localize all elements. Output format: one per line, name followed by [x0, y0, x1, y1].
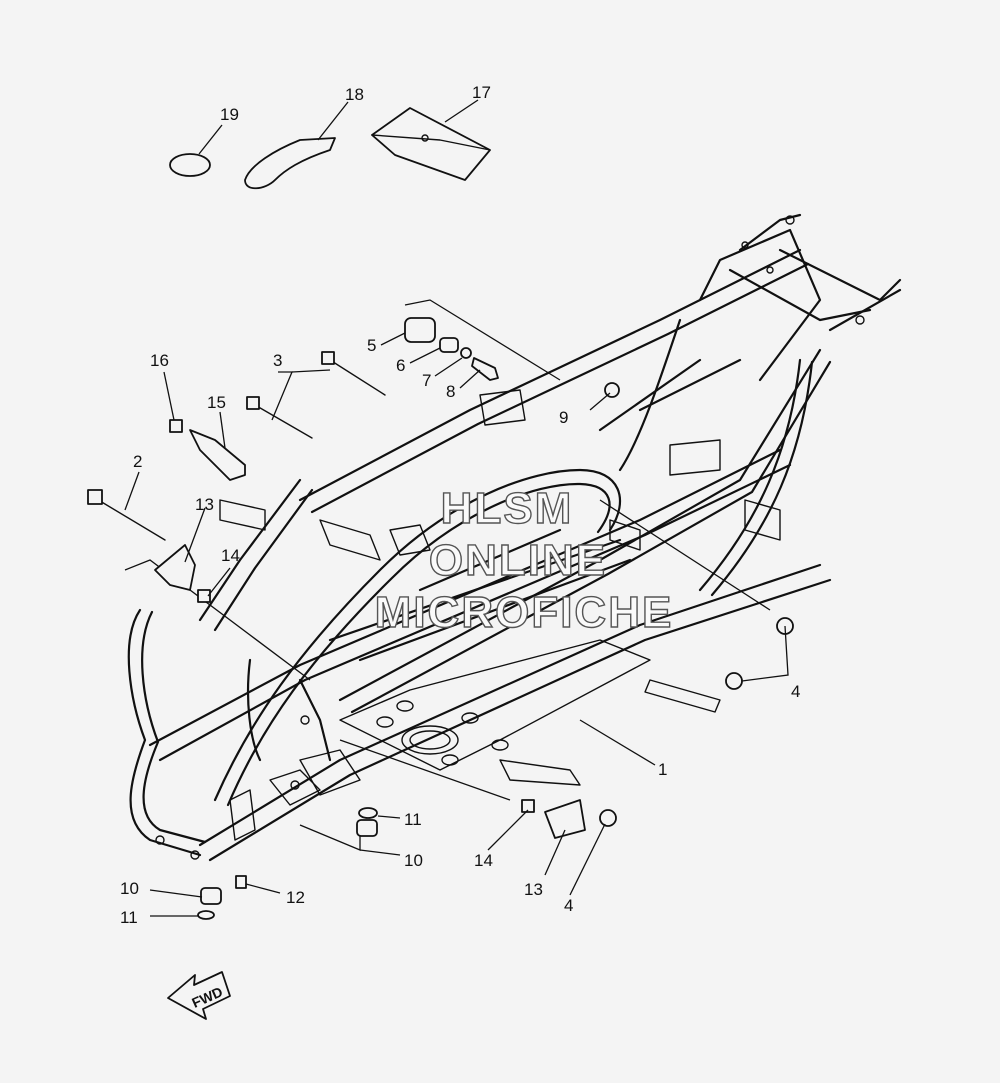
callout-17: 17 [472, 83, 491, 102]
callout-9: 9 [559, 408, 568, 427]
callout-14-right: 14 [474, 851, 493, 870]
plate-13-right-part[interactable] [544, 799, 586, 839]
bracket-part[interactable] [189, 429, 246, 481]
washer-11-right-part[interactable] [358, 807, 378, 819]
frame-assembly[interactable] [124, 213, 902, 862]
callout-labels: 19 18 17 5 6 7 8 3 16 15 2 13 14 9 4 1 1… [120, 83, 800, 927]
callout-5: 5 [367, 336, 376, 355]
watermark: HLSM ONLINE MICROFICHE [374, 483, 674, 637]
small-bolt-part[interactable] [169, 419, 183, 433]
washer-part[interactable] [460, 347, 472, 359]
callout-10-right: 10 [404, 851, 423, 870]
callout-13-left: 13 [195, 495, 214, 514]
plate-part[interactable] [154, 544, 196, 591]
bushing-part[interactable] [404, 317, 436, 343]
bolt-12-part[interactable] [235, 875, 247, 889]
callout-3: 3 [273, 351, 282, 370]
strap-part[interactable] [244, 137, 336, 190]
callout-11-right: 11 [404, 810, 422, 829]
nut-4-bottom-part[interactable] [599, 809, 617, 827]
fwd-arrow-icon: FWD [167, 971, 231, 1020]
long-bolt-part[interactable] [246, 351, 386, 439]
bolt-14-right-part[interactable] [521, 799, 535, 813]
callout-4-bottom: 4 [564, 896, 573, 915]
watermark-line-1: HLSM [441, 484, 574, 533]
callout-13-right: 13 [524, 880, 543, 899]
callout-4-right: 4 [791, 682, 800, 701]
watermark-line-3: MICROFICHE [375, 588, 674, 637]
washer-11-left-part[interactable] [197, 910, 215, 920]
callout-1: 1 [658, 760, 667, 779]
callout-7: 7 [422, 371, 431, 390]
callout-15: 15 [207, 393, 226, 412]
tool-pouch-part[interactable] [371, 107, 491, 181]
callout-16: 16 [150, 351, 169, 370]
screw-part[interactable] [471, 357, 499, 381]
callout-2: 2 [133, 452, 142, 471]
callout-12: 12 [286, 888, 305, 907]
collar-part[interactable] [439, 337, 459, 353]
bolt-part[interactable] [87, 489, 166, 541]
callout-18: 18 [345, 85, 364, 104]
callout-19: 19 [220, 105, 239, 124]
nut-4-lower-part[interactable] [725, 672, 743, 690]
leader-lines [124, 99, 789, 917]
rubber-mount-10-right-part[interactable] [356, 819, 378, 837]
bolt-14-left-part[interactable] [197, 589, 211, 603]
rubber-mount-10-left-part[interactable] [200, 887, 222, 905]
callout-8: 8 [446, 382, 455, 401]
o-ring-part[interactable] [169, 153, 211, 177]
callout-10-left: 10 [120, 879, 139, 898]
callout-6: 6 [396, 356, 405, 375]
watermark-line-2: ONLINE [429, 536, 607, 585]
callout-14-left: 14 [221, 546, 240, 565]
callout-11-left: 11 [120, 908, 138, 927]
